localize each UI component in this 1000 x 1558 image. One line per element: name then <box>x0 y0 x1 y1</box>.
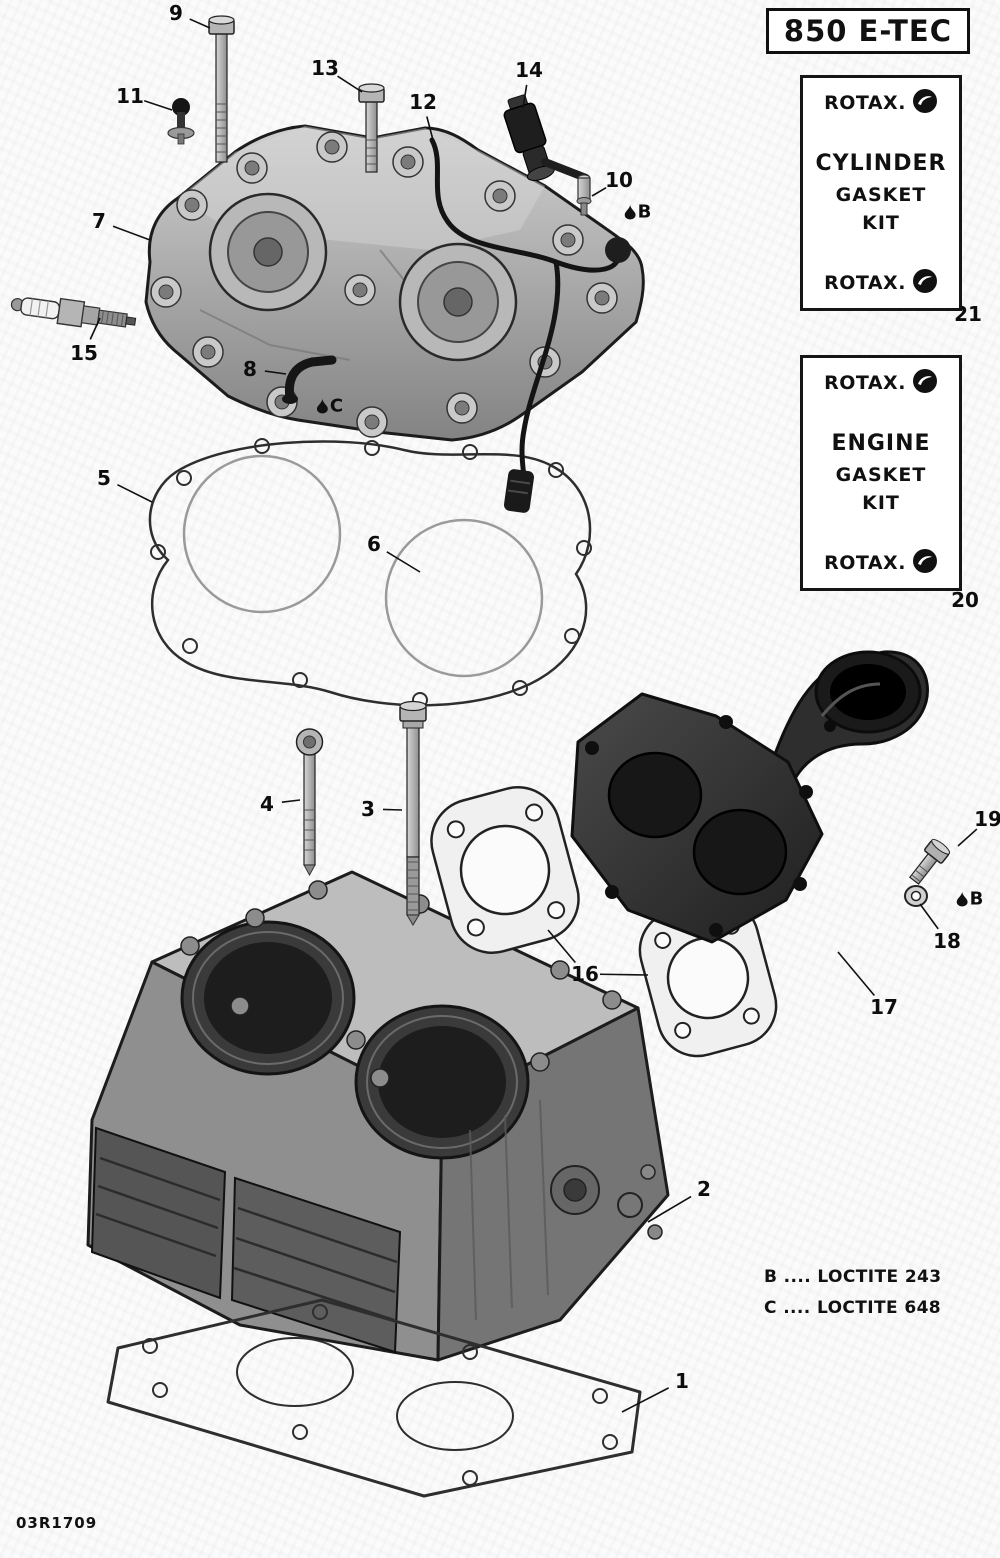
cylinder-head-illustration <box>144 124 645 442</box>
bolt-4-illustration <box>295 728 324 877</box>
leader-line-14 <box>522 84 528 109</box>
leader-line-8 <box>264 370 287 375</box>
bolt-3-illustration <box>399 700 427 926</box>
rotax-brand-row-top: ROTAX. <box>809 368 953 398</box>
kit-title: CYLINDER GASKET KIT <box>809 149 953 237</box>
leader-lines <box>89 18 978 1413</box>
kit-title: ENGINE GASKET KIT <box>809 429 953 517</box>
rotax-logo-text: ROTAX. <box>824 551 906 574</box>
kit-line-1: CYLINDER <box>815 151 947 176</box>
cylinder-block-illustration <box>86 870 670 1362</box>
brp-logo-icon <box>912 368 938 398</box>
loctite-legend: B .... LOCTITE 243 C .... LOCTITE 648 <box>764 1262 942 1323</box>
leader-line-10 <box>591 186 607 197</box>
head-gasket-illustration <box>148 438 592 708</box>
kit-line-2: GASKET <box>835 183 927 206</box>
elbow-fitting-illustration <box>282 355 337 404</box>
leader-line-15 <box>89 317 101 340</box>
leader-line-1 <box>621 1387 670 1413</box>
leader-line-4 <box>281 799 301 803</box>
exhaust-manifold-illustration <box>570 650 929 944</box>
rotax-logo-text: ROTAX. <box>824 92 906 114</box>
rotax-brand-row-bottom: ROTAX. <box>809 268 953 298</box>
leader-line-19 <box>957 828 978 847</box>
spark-plug-illustration <box>10 297 137 328</box>
sensor-11-illustration <box>167 98 195 145</box>
exhaust-gasket-a-illustration <box>430 786 580 954</box>
washer-18-illustration <box>904 885 928 907</box>
kit-line-1: ENGINE <box>831 431 931 456</box>
bolt-9-illustration <box>208 15 235 163</box>
rotax-logo-text: ROTAX. <box>824 372 906 394</box>
rotax-brand-row-top: ROTAX. <box>809 88 953 118</box>
rotax-brand-row-bottom: ROTAX. <box>809 548 953 578</box>
brp-logo-icon <box>912 88 938 118</box>
sensor-14-barb <box>541 158 590 182</box>
leader-line-2 <box>647 1195 692 1223</box>
leader-line-6 <box>386 551 421 573</box>
legend-row-b: B .... LOCTITE 243 <box>764 1267 942 1287</box>
leader-line-16 <box>547 929 576 964</box>
leader-line-13 <box>337 75 363 93</box>
rotax-logo-text: ROTAX. <box>824 271 906 294</box>
sensor-14-illustration <box>503 94 555 181</box>
engine-gasket-kit-box: ROTAX. ENGINE GASKET KIT ROTAX. <box>800 355 962 591</box>
kit-line-3: KIT <box>862 492 900 515</box>
leader-line-3 <box>382 808 403 811</box>
leader-line-18 <box>919 903 939 930</box>
brp-logo-icon <box>912 548 938 578</box>
diagram-code: 03R1709 <box>16 1514 98 1532</box>
leader-line-7 <box>112 225 151 241</box>
fitting-10-illustration <box>576 174 592 216</box>
legend-row-c: C .... LOCTITE 648 <box>764 1297 942 1318</box>
leader-line-17 <box>837 951 875 997</box>
leader-line-16 <box>599 973 649 976</box>
wiring-harness-illustration <box>429 137 631 513</box>
bolt-19-illustration <box>909 838 951 885</box>
leader-line-12 <box>426 116 434 141</box>
bolt-13-illustration <box>358 83 385 173</box>
leader-line-9 <box>189 18 211 29</box>
base-gasket-illustration <box>106 1298 642 1498</box>
brp-logo-icon <box>912 268 938 298</box>
leader-line-11 <box>143 99 173 111</box>
kit-line-2: GASKET <box>835 463 927 486</box>
kit-line-3: KIT <box>862 212 900 235</box>
leader-line-5 <box>117 483 153 503</box>
model-title: 850 E-TEC <box>783 14 952 48</box>
model-title-box: 850 E-TEC <box>765 8 970 54</box>
cylinder-gasket-kit-box: ROTAX. CYLINDER GASKET KIT ROTAX. <box>800 75 962 311</box>
